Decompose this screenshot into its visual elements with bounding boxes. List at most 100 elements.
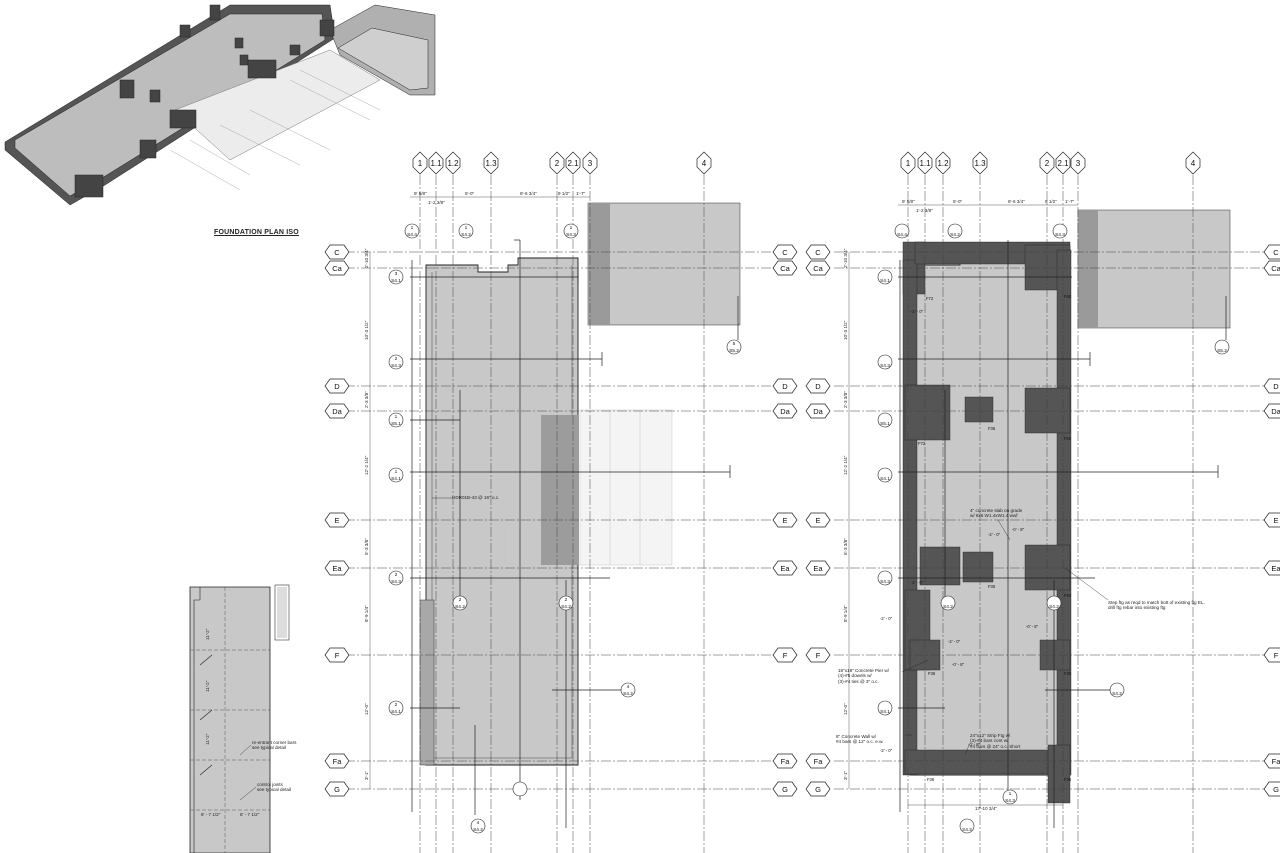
section-tag-ref: S4.3	[1005, 798, 1015, 804]
footing-mark: F60	[1064, 593, 1072, 598]
row-tag: G	[815, 785, 821, 794]
section-tag-ref: S4.3	[391, 363, 401, 369]
section-tag-ref: S4.3	[1055, 232, 1065, 238]
section-tag-num: 1	[1009, 791, 1012, 797]
step-footing-note: Step ftg as reqd to match bott of existi…	[1108, 600, 1205, 611]
header-note: HDR01B-43 @ 16" o.c.	[452, 495, 500, 500]
dim-top: 9' 5/8"	[902, 199, 915, 204]
section-tag-num: 1	[395, 414, 398, 420]
dim-side: 2'-3 3/8"	[364, 391, 369, 408]
foundation-plan-left	[419, 202, 741, 766]
row-tag: Ca	[813, 264, 823, 273]
dim-top: 9' 5/8"	[414, 191, 427, 196]
section-tag-ref: S5.2	[729, 348, 739, 354]
detail-dim: 11'-2"	[205, 733, 210, 745]
footing-mark: F60	[1064, 294, 1072, 299]
elevation-mark: -2' - 0"	[988, 532, 1001, 537]
section-tag-ref: S4.2	[950, 232, 960, 238]
dim-top: 1'-2 3/8"	[428, 200, 445, 205]
detail-dim: 11'-2"	[205, 628, 210, 640]
grid-lines	[345, 175, 1265, 853]
foundation-plan-right	[902, 209, 1231, 804]
row-tag: Ca	[332, 264, 342, 273]
row-tag: D	[815, 382, 821, 391]
dim-bottom: 17'-10 3/4"	[975, 806, 997, 811]
row-tag: Fa	[1272, 757, 1280, 766]
dim-side: 2'-10 3/4"	[843, 248, 848, 268]
dim-top: 9 1/2"	[1045, 199, 1057, 204]
col-tag: 2.1	[567, 159, 579, 168]
section-tag-ref: S4.1	[880, 709, 890, 715]
section-tag-ref: S4.1	[391, 476, 401, 482]
section-tag-ref: S4.3	[566, 232, 576, 238]
dim-side: 5'-3 3/8"	[843, 538, 848, 555]
dim-side: 3'-1"	[843, 770, 848, 780]
col-tag: 1.1	[919, 159, 931, 168]
row-tag: F	[783, 651, 788, 660]
row-tag: Da	[332, 407, 342, 416]
col-tag: 2	[555, 159, 560, 168]
section-tag-ref: S4.2	[623, 691, 633, 697]
row-tag: G	[782, 785, 788, 794]
section-tag-ref: S4.2	[1049, 604, 1059, 610]
row-tag: Fa	[781, 757, 791, 766]
footing-mark: F36	[1064, 777, 1072, 782]
footing-mark: F36	[928, 671, 936, 676]
dim-top: 1'-2 3/8"	[916, 208, 933, 213]
dim-side: 12'-2 1/4"	[364, 455, 369, 475]
elevation-mark: -0' - 8"	[1026, 624, 1039, 629]
foundation-iso-view	[4, 4, 436, 206]
row-tag: Da	[813, 407, 823, 416]
section-tag-ref: S4.2	[461, 232, 471, 238]
dim-side: 10'-3 1/2"	[364, 320, 369, 340]
row-tag: G	[1273, 785, 1279, 794]
section-tag-num: 4	[627, 684, 630, 690]
dim-side: 8'-9 1/4"	[843, 605, 848, 622]
dim-side: 12'-0"	[843, 703, 848, 715]
section-tag-ref: S5.1	[880, 421, 890, 427]
row-tag: G	[334, 785, 340, 794]
dim-top: 5'-0"	[953, 199, 963, 204]
footing-mark: F36	[988, 426, 996, 431]
dimension-lines	[369, 196, 1078, 806]
dim-side: 5'-3 3/8"	[364, 538, 369, 555]
footing-mark: F72	[918, 441, 926, 446]
section-tag-ref: S4.2	[943, 604, 953, 610]
footing-mark: F72	[926, 296, 934, 301]
section-tag-ref: S4.2	[962, 827, 972, 833]
section-tag-ref: S4.4	[897, 232, 907, 238]
section-tag-ref: S4.2	[561, 604, 571, 610]
footing-mark: F36	[1064, 671, 1072, 676]
section-tag-num: 5	[733, 341, 736, 347]
section-tag-ref: S4.4	[407, 232, 417, 238]
dim-side: 12'-0"	[364, 703, 369, 715]
col-tag: 1	[418, 159, 423, 168]
dim-side: 10'-3 1/2"	[843, 320, 848, 340]
section-tag-num: 2	[395, 356, 398, 362]
col-tag: 3	[588, 159, 593, 168]
section-tag-num: 2	[395, 572, 398, 578]
col-tag: 1.2	[447, 159, 459, 168]
elevation-mark: -2' - 0"	[911, 309, 924, 314]
elevation-mark: -2' - 0"	[880, 748, 893, 753]
note-leaders	[239, 497, 1109, 801]
row-tag: Ea	[813, 564, 823, 573]
row-tag: Ca	[1271, 264, 1280, 273]
detail-dim: 8' - 7 1/2"	[201, 812, 221, 817]
row-tag: F	[1274, 651, 1279, 660]
section-tag-num: 1	[411, 225, 414, 231]
row-tag: Da	[1271, 407, 1280, 416]
section-tag-ref: S4.2	[455, 604, 465, 610]
row-tag: D	[1273, 382, 1279, 391]
dim-side: 12'-2 1/4"	[843, 455, 848, 475]
section-tag-ref: S4.3	[880, 363, 890, 369]
section-tag-ref: S4.2	[1112, 691, 1122, 697]
iso-view-title: FOUNDATION PLAN ISO	[214, 229, 299, 236]
row-tag: F	[816, 651, 821, 660]
slab-note: 4" concrete slab on grade w/ 6x6 W1.4xW1…	[970, 508, 1023, 519]
footing-mark: F36	[927, 777, 935, 782]
row-tag: Ea	[1271, 564, 1280, 573]
row-tag: E	[782, 516, 787, 525]
section-tag-ref: S4.1	[391, 709, 401, 715]
section-tag-num: 2	[395, 702, 398, 708]
